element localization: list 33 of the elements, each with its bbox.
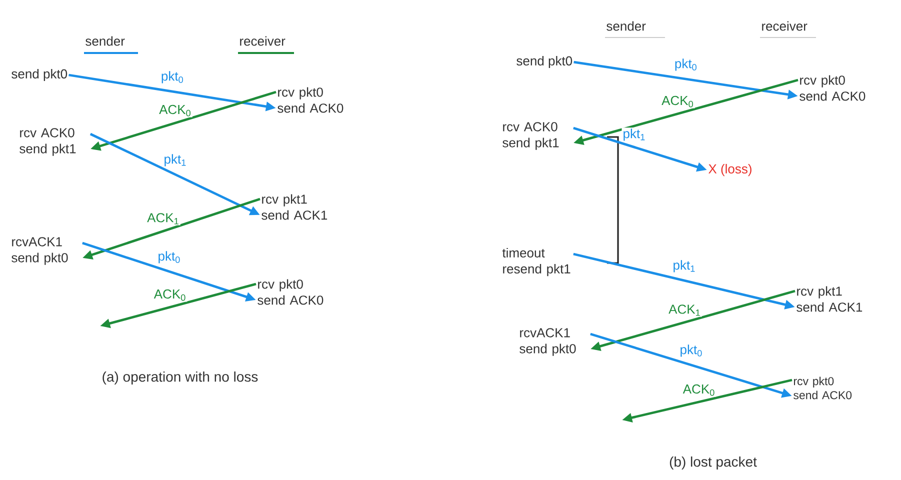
- edge-label: pkt$_{0}$: [160, 70, 185, 84]
- edge-label: ACK$_{0}$: [682, 383, 716, 397]
- edge-label: pkt$_{1}$: [672, 259, 697, 274]
- event-text: send pkt0: [516, 56, 572, 68]
- caption: (a) operation with no loss: [102, 371, 258, 385]
- event-text: X (loss): [708, 164, 752, 176]
- event-text: rcvACK1 send pkt0: [12, 237, 68, 265]
- edge-label: pkt$_{0}$: [678, 344, 704, 358]
- event-text: rcv pkt0 send ACK0: [258, 279, 324, 305]
- edge-label: pkt$_{1}$: [162, 153, 188, 168]
- event-text: send pkt0: [12, 68, 68, 82]
- header-text: receiver: [240, 36, 286, 46]
- event-text: rcvACK1 send pkt0: [520, 328, 576, 356]
- edge-label: ACK$_{1}$: [668, 304, 702, 317]
- event-text: timeout resend pkt1: [502, 248, 570, 276]
- header-text: sender: [86, 36, 125, 46]
- edge-label: ACK$_{0}$: [152, 288, 188, 302]
- event-text: rcv pkt0 send ACK0: [794, 376, 852, 400]
- event-text: rcv ACK0 send pkt1: [20, 128, 76, 156]
- edge-label: ACK$_{0}$: [158, 104, 192, 118]
- edge-label: pkt$_{0}$: [156, 250, 182, 264]
- header-text: receiver: [762, 21, 808, 31]
- edge-label: pkt$_{1}$: [622, 128, 647, 142]
- edge-label: ACK$_{0}$: [660, 94, 695, 108]
- event-text: rcv ACK0 send pkt1: [502, 122, 559, 150]
- event-text: rcv pkt0 send ACK0: [278, 87, 344, 113]
- event-text: rcv pkt1 send ACK1: [796, 286, 862, 312]
- edge-label: ACK$_{1}$: [146, 212, 180, 226]
- header-text: sender: [606, 21, 646, 31]
- caption: (b) lost packet: [670, 456, 757, 470]
- event-text: rcv pkt1 send ACK1: [262, 194, 328, 220]
- event-text: rcv pkt0 send ACK0: [800, 75, 866, 101]
- edge-label: pkt$_{0}$: [673, 58, 698, 72]
